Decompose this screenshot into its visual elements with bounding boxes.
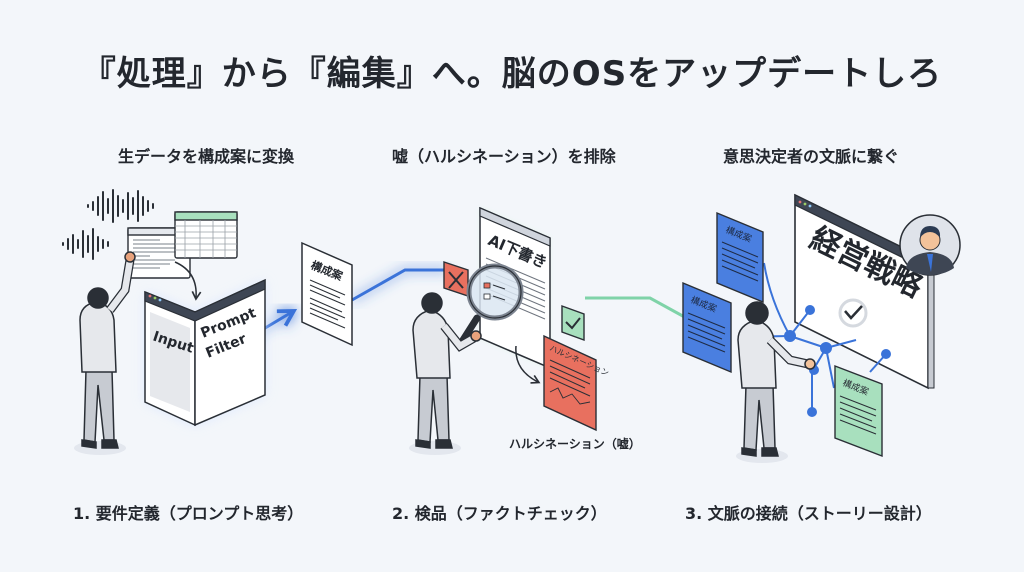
step-2-label: 2. 検品（ファクトチェック） — [392, 504, 607, 523]
approve-check-icon — [561, 305, 585, 341]
panel-3-subtitle: 意思決定者の文脈に繋ぐ — [723, 147, 900, 166]
prompt-filter-book — [144, 278, 266, 427]
hallucination-doc — [543, 334, 597, 432]
strategy-board — [794, 193, 935, 390]
panel-1-subtitle: 生データを構成案に変換 — [118, 147, 295, 166]
person-figure — [409, 292, 482, 455]
curved-arrow-icon — [515, 345, 541, 384]
panel-2-subtitle: 嘘（ハルシネーション）を排除 — [392, 147, 616, 166]
hallucination-caption: ハルシネーション（嘘） — [509, 437, 641, 451]
reject-x-icon — [443, 261, 469, 297]
person-figure — [74, 251, 136, 455]
sound-wave-icon — [87, 189, 154, 223]
structure-doc-blue — [716, 211, 764, 304]
down-arrow-icon — [174, 261, 202, 301]
page-title: 『処理』から『編集』へ。脳のOSをアップデートしろ — [81, 54, 943, 94]
step-1-label: 1. 要件定義（プロンプト思考） — [73, 504, 304, 523]
structure-doc-blue — [682, 281, 732, 374]
executive-avatar — [899, 214, 961, 276]
structure-doc — [301, 241, 353, 347]
structure-doc-green — [834, 364, 883, 458]
magnifier-icon — [459, 263, 524, 344]
person-figure — [736, 301, 816, 463]
step-3-label: 3. 文脈の接続（ストーリー設計） — [685, 504, 932, 523]
spreadsheet-window — [174, 211, 238, 259]
sound-wave-icon — [62, 228, 109, 260]
flow-line-green — [585, 296, 691, 322]
